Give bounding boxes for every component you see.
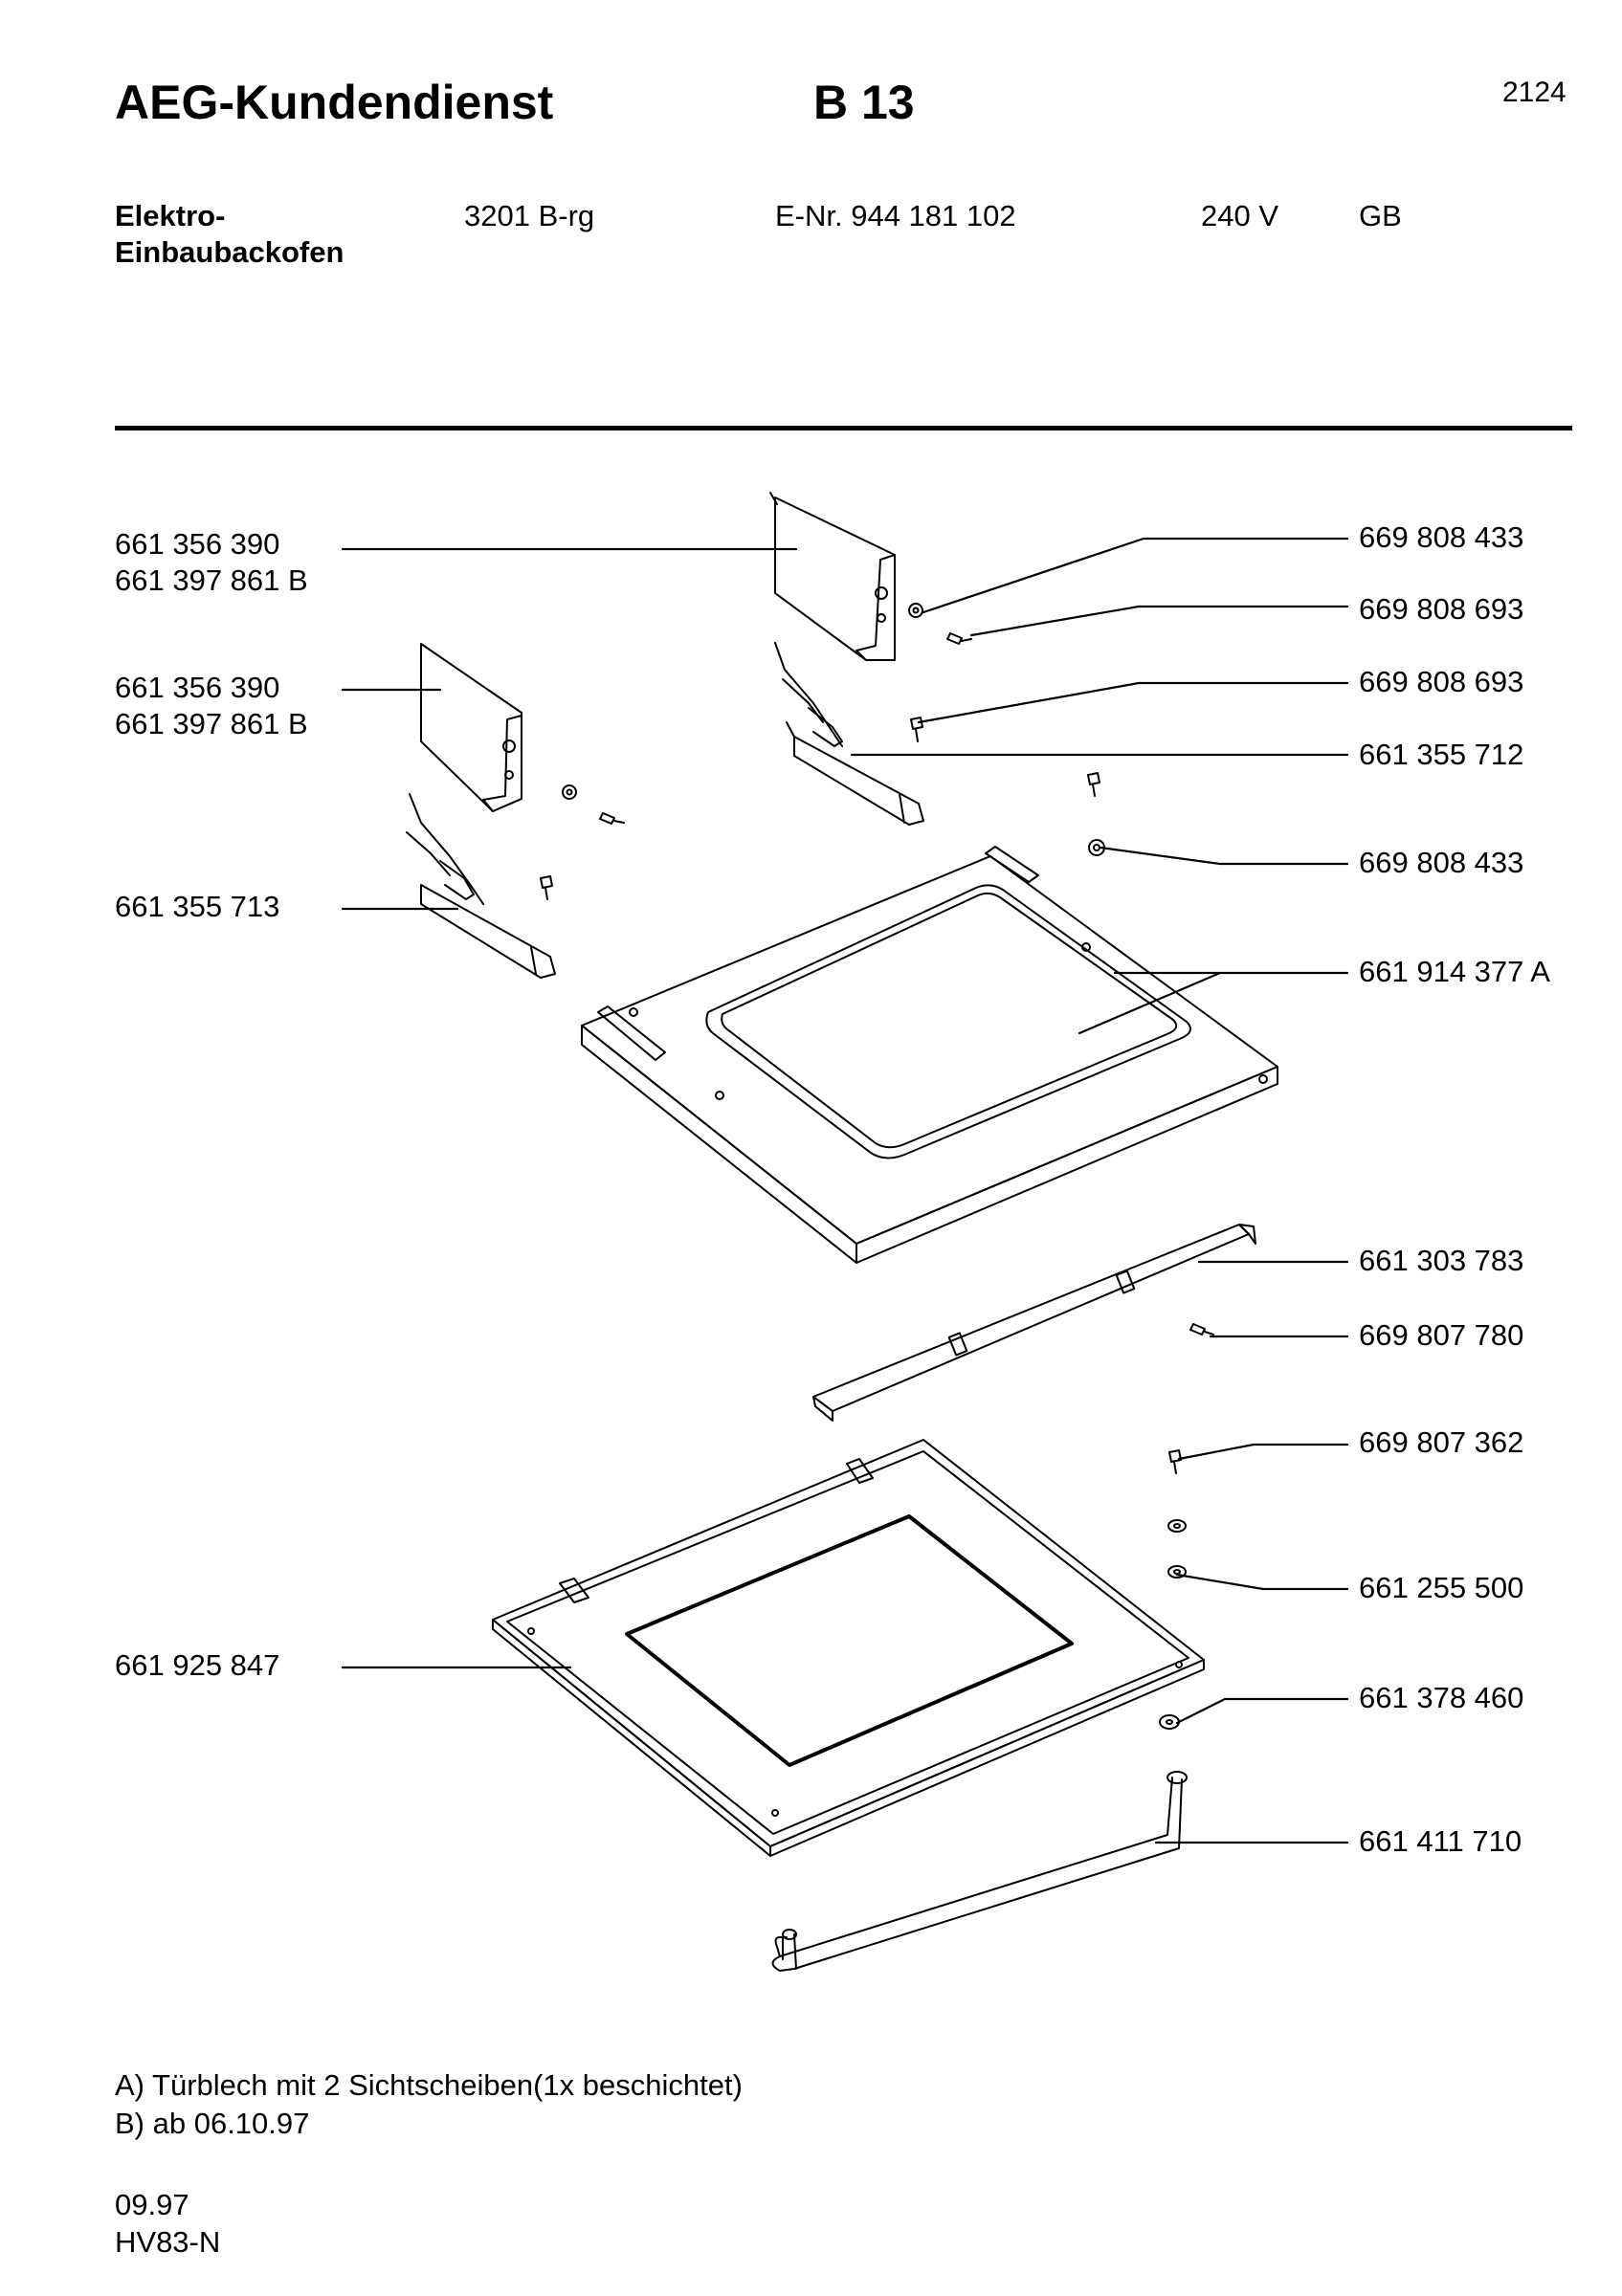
part-label-left-2: 661 356 390 661 397 861 B (115, 670, 308, 742)
part-label-right-5: 669 808 433 (1359, 846, 1524, 879)
part-label-right-7: 661 303 783 (1359, 1244, 1524, 1277)
left-hinge-cover (420, 643, 522, 812)
part-number: 661 356 390 (115, 527, 280, 561)
inner-door-panel (581, 846, 1278, 1264)
part-label-right-1: 669 808 433 (1359, 520, 1524, 554)
part-number: 661 355 713 (115, 890, 280, 923)
upper-hinge-cover (769, 492, 896, 661)
part-label-right-2: 669 808 693 (1359, 592, 1524, 626)
voltage: 240 V (1201, 199, 1279, 232)
brand-title: AEG-Kundendienst (115, 76, 554, 129)
part-label-right-8: 669 807 780 (1359, 1318, 1524, 1352)
part-label-right-10: 661 255 500 (1359, 1571, 1524, 1604)
header-rule (115, 426, 1572, 430)
part-label-right-12: 661 411 710 (1359, 1824, 1522, 1858)
part-label-right-3: 669 808 693 (1359, 665, 1524, 698)
left-hinge (406, 793, 556, 979)
part-label-right-6: 661 914 377 A (1359, 955, 1550, 988)
part-number: 661 397 861 B (115, 707, 308, 740)
part-number: 661 356 390 (115, 671, 280, 704)
part-label-right-9: 669 807 362 (1359, 1425, 1524, 1459)
footer-date: 09.97 (115, 2188, 189, 2221)
footer-code: HV83-N (115, 2225, 221, 2259)
outer-door-glass (492, 1439, 1205, 1857)
product-type-line1: Elektro- (115, 199, 226, 232)
right-hinge (774, 642, 924, 826)
note-b: B) ab 06.10.97 (115, 2107, 310, 2140)
part-number: 661 397 861 B (115, 563, 308, 597)
bottom-rail (812, 1224, 1256, 1422)
page-number: 2124 (1502, 77, 1566, 108)
part-number: 661 925 847 (115, 1648, 280, 1682)
part-label-left-3: 661 355 713 (115, 889, 279, 925)
screws-washers (540, 603, 1214, 1730)
part-label-right-4: 661 355 712 (1359, 738, 1524, 771)
e-number: E-Nr. 944 181 102 (775, 199, 1016, 232)
leader-lines (341, 537, 1349, 1844)
model-code: 3201 B-rg (464, 199, 595, 232)
part-label-left-4: 661 925 847 (115, 1647, 279, 1684)
country-code: GB (1359, 199, 1402, 232)
door-handle (771, 1771, 1188, 1972)
note-a: A) Türblech mit 2 Sichtscheiben(1x besch… (115, 2068, 743, 2102)
product-type: Elektro- Einbaubackofen (115, 199, 344, 270)
product-type-line2: Einbaubackofen (115, 235, 344, 269)
model-title: B 13 (813, 76, 915, 129)
part-label-left-1: 661 356 390 661 397 861 B (115, 526, 308, 599)
part-label-right-11: 661 378 460 (1359, 1681, 1524, 1714)
